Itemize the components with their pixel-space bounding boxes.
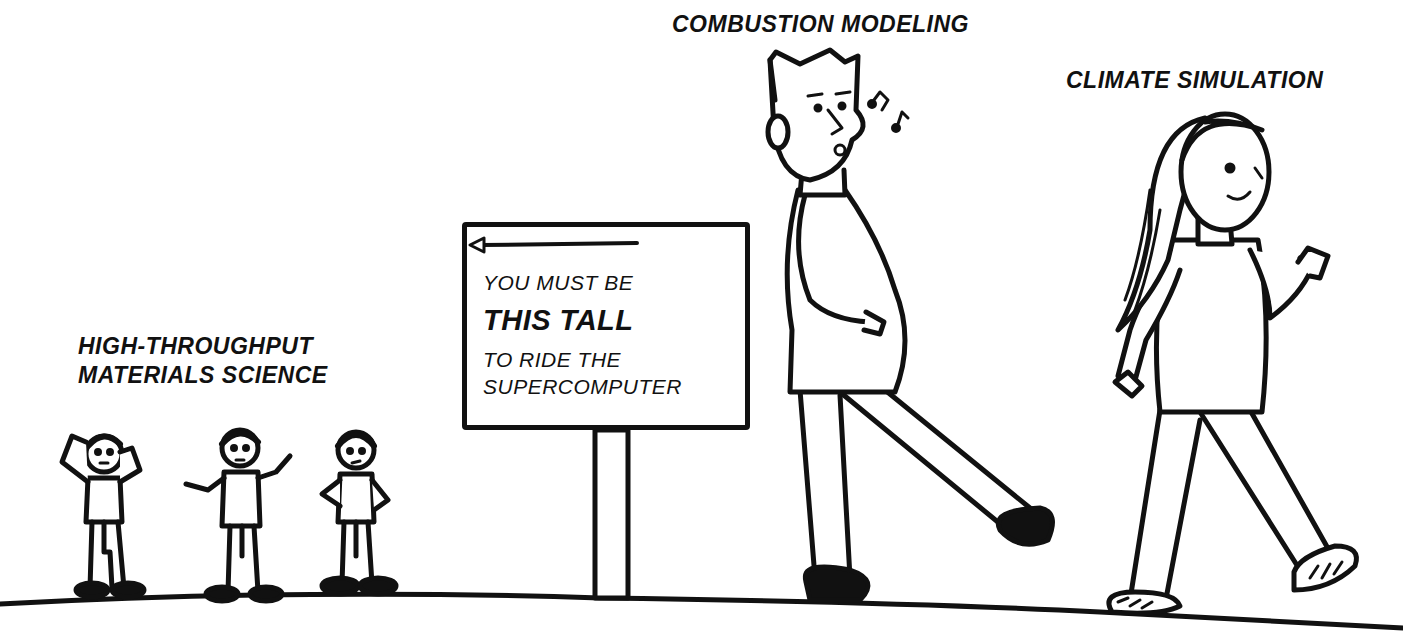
sign-arrowhead: [470, 238, 484, 252]
sign-arrow: [482, 243, 637, 245]
sign-text: THIS TALL: [483, 302, 731, 340]
figure-caption: HIGH-THROUGHPUT MATERIALS SCIENCE: [78, 332, 378, 390]
sign-post: [595, 430, 628, 598]
figure-caption: CLIMATE SIMULATION: [1066, 66, 1323, 95]
sign-board: YOU MUST BE THIS TALL TO RIDE THE SUPERCOM…: [462, 222, 750, 430]
sign-text: TO RIDE THE SUPERCOMPUTER: [483, 346, 731, 401]
figure-caption: COMBUSTION MODELING: [672, 10, 969, 39]
man-figure: [768, 50, 1053, 600]
kid-figure: [322, 432, 396, 594]
kid-figure: [186, 430, 290, 601]
woman-figure: [1109, 114, 1357, 613]
sign-text: YOU MUST BE: [483, 269, 731, 296]
kid-figure: [62, 436, 144, 597]
